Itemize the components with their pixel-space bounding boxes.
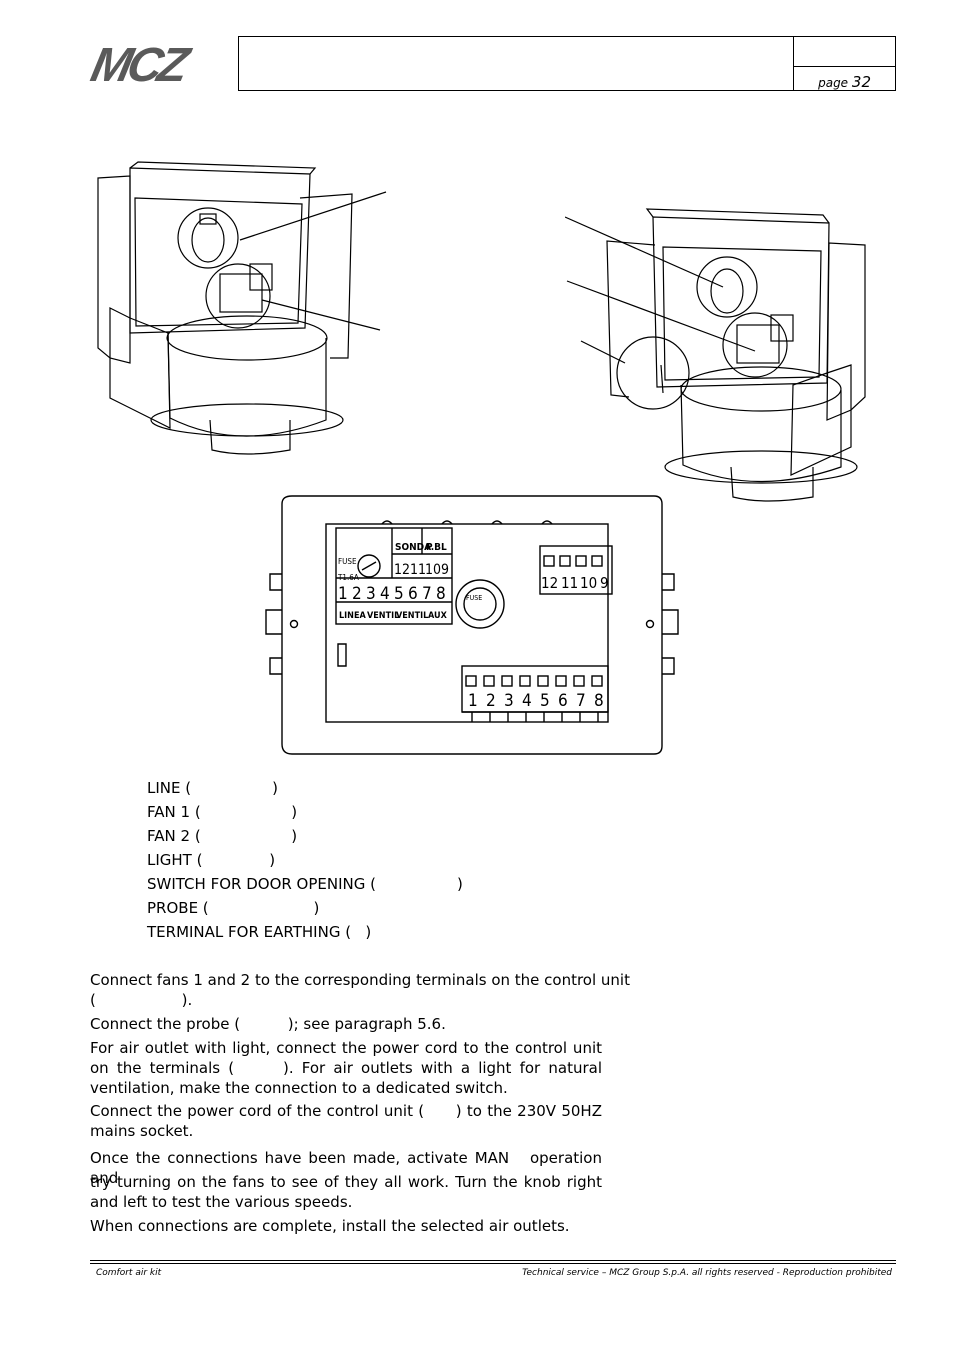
right-num-10: 10	[580, 574, 597, 592]
right-num-9: 9	[600, 574, 609, 592]
right-num-11: 11	[561, 574, 578, 592]
left-unit-drawing	[97, 161, 387, 455]
legend-item-line: LINE ( )	[147, 779, 279, 797]
header-box: page 32	[238, 36, 896, 91]
main-num-6: 6	[408, 584, 418, 604]
right-unit-drawing	[565, 208, 866, 502]
bottom-num-2: 2	[486, 691, 496, 711]
footer-right: Technical service – MCZ Group S.p.A. all…	[522, 1268, 892, 1278]
bottom-num-6: 6	[558, 691, 568, 711]
main-num-3: 3	[366, 584, 376, 604]
label-aux: AUX	[428, 611, 448, 621]
paragraph-install: When connections are complete, install t…	[90, 1217, 570, 1235]
right-num-12: 12	[541, 574, 558, 592]
main-num-5: 5	[394, 584, 404, 604]
paragraph-probe: Connect the probe ( ); see paragraph 5.6…	[90, 1015, 446, 1033]
legend-item-probe: PROBE ( )	[147, 899, 320, 917]
mcz-logo: MCZ	[86, 39, 232, 92]
top-num-10: 10	[425, 562, 441, 578]
fuse-label: FUSE	[338, 557, 357, 566]
top-num-11: 11	[410, 562, 426, 578]
bottom-num-5: 5	[540, 691, 550, 711]
top-num-9: 9	[441, 562, 449, 578]
paragraph-fans-line2: ( ).	[90, 991, 193, 1009]
legend-list: LINE ( ) FAN 1 ( ) FAN 2 ( ) LIGHT ( ) S…	[147, 776, 463, 944]
fuse-rating: T1.6A	[337, 573, 359, 582]
page-number: page 32	[818, 73, 871, 91]
footer-left: Comfort air kit	[96, 1268, 162, 1278]
paragraph-light: For air outlet with light, connect the p…	[90, 1039, 607, 1097]
main-num-8: 8	[436, 584, 446, 604]
footer-rule-1	[90, 1260, 896, 1261]
bottom-num-4: 4	[522, 691, 532, 711]
bottom-num-3: 3	[504, 691, 514, 711]
main-num-1: 1	[338, 584, 348, 604]
main-num-7: 7	[422, 584, 432, 604]
top-num-12: 12	[394, 562, 410, 578]
main-num-4: 4	[380, 584, 390, 604]
bottom-num-8: 8	[594, 691, 604, 711]
legend-item-fan2: FAN 2 ( )	[147, 827, 298, 845]
bottom-num-7: 7	[576, 691, 586, 711]
header-page-cell	[793, 37, 895, 90]
paragraph-power-cord: Connect the power cord of the control un…	[90, 1102, 607, 1140]
footer-rule-2	[90, 1263, 896, 1264]
logo-text: MCZ	[86, 39, 190, 92]
paragraph-test-line2: try turning on the fans to see of they a…	[90, 1173, 607, 1211]
label-linea: LINEA	[339, 611, 366, 621]
legend-item-door-switch: SWITCH FOR DOOR OPENING ( )	[147, 875, 463, 893]
control-unit-diagram: SONDA P.BL 12 11 10 9 FUSE T1.6A 1 2 3 4…	[265, 495, 679, 755]
legend-item-fan1: FAN 1 ( )	[147, 803, 298, 821]
legend-item-earthing: TERMINAL FOR EARTHING ( )	[147, 923, 372, 941]
bottom-num-1: 1	[468, 691, 478, 711]
label-ventil-1: VENTIL	[367, 611, 399, 621]
main-num-2: 2	[352, 584, 362, 604]
label-pbl: P.BL	[426, 542, 447, 553]
label-ventil-2: VENTIL	[396, 611, 428, 621]
legend-item-light: LIGHT ( )	[147, 851, 276, 869]
paragraph-fans-line1: Connect fans 1 and 2 to the correspondin…	[90, 971, 630, 989]
paragraph-test-line1: Once the connections have been made, act…	[90, 1149, 607, 1187]
fuse-holder-text: FUSE	[466, 594, 482, 602]
label-sonda: SONDA	[395, 542, 431, 553]
